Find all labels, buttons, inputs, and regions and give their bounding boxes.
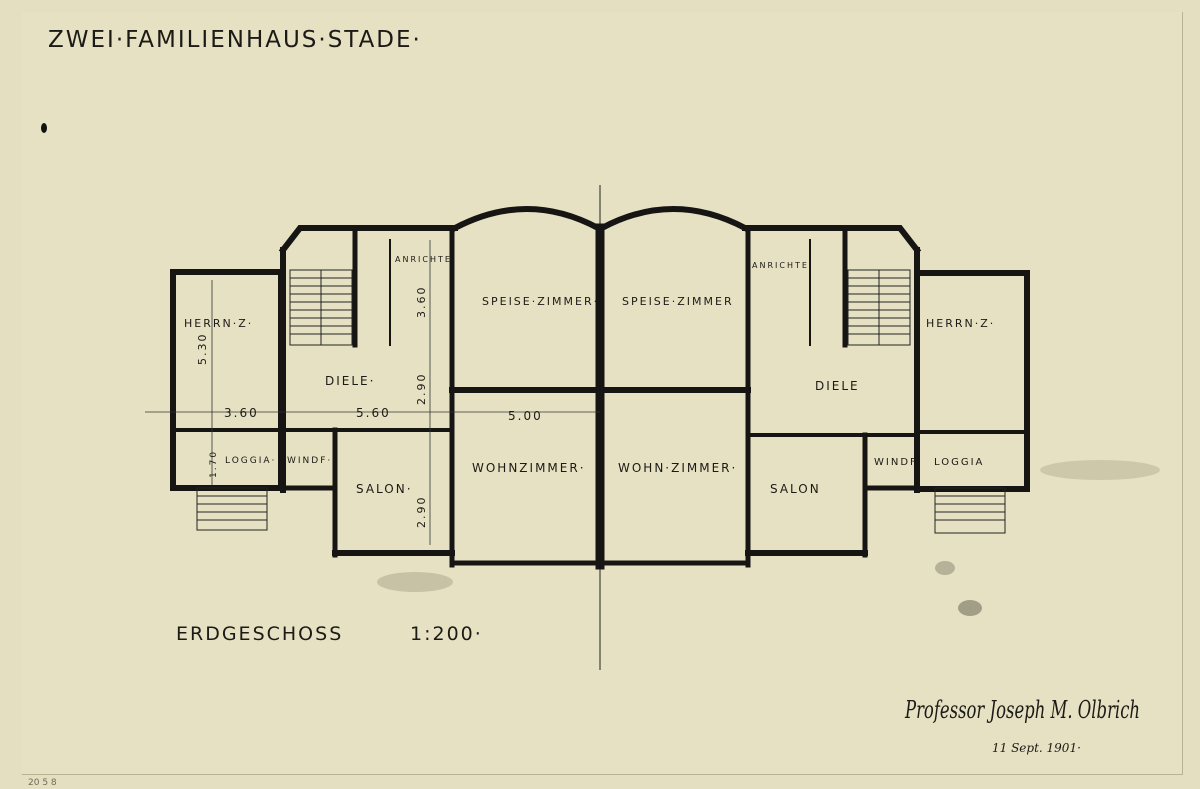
scale-label: 1:200· [410, 623, 483, 645]
bay-window-right [597, 206, 750, 233]
architect-signature: Professor Joseph M. Olbrich [904, 696, 1140, 724]
label-herrn-z-right: HERRN·Z· [926, 317, 995, 330]
wall-stair-right [839, 225, 922, 255]
label-wohnzimmer-left: WOHNZIMMER· [472, 461, 586, 475]
bay-window-left [450, 206, 603, 233]
staircase-right [847, 269, 911, 346]
dim-5-00: 5.00 [508, 409, 543, 423]
dim-1-70: 1.70 [209, 450, 219, 478]
signature-date: 11 Sept. 1901· [992, 741, 1081, 755]
ink-stain [935, 561, 955, 575]
label-anrichte-right: ANRICHTE [752, 261, 809, 270]
label-loggia-right: LOGGIA [934, 457, 984, 468]
ink-stain [958, 600, 982, 616]
dim-2-90-upper: 2.90 [415, 373, 428, 406]
ink-stain [1040, 460, 1160, 480]
drawing-title: ZWEI·FAMILIENHAUS·STADE· [48, 27, 422, 53]
dim-5-30: 5.30 [196, 333, 209, 366]
staircase-left [289, 269, 353, 346]
floor-label: ERDGESCHOSS [176, 623, 343, 645]
dimension-lines [145, 240, 600, 545]
label-salon-left: SALON· [356, 482, 413, 496]
ink-dot [41, 123, 47, 133]
label-anrichte-left: ANRICHTE [395, 255, 452, 264]
dim-2-90-lower: 2.90 [415, 496, 428, 529]
dim-5-60: 5.60 [356, 406, 391, 420]
label-loggia-left: LOGGIA· [225, 456, 276, 466]
entrance-steps-right [934, 487, 1006, 534]
ink-stain [377, 572, 453, 592]
label-speise-zimmer-right: SPEISE·ZIMMER [622, 295, 734, 308]
label-salon-right: SALON [770, 482, 821, 496]
label-wohnzimmer-right: WOHN·ZIMMER· [618, 461, 737, 475]
catalog-number: 20 5 8 [28, 778, 57, 788]
label-diele-right: DIELE [815, 379, 860, 393]
label-herrn-z-left: HERRN·Z· [184, 317, 253, 330]
label-speise-zimmer-left: SPEISE·ZIMMER· [482, 295, 599, 308]
label-windf-right: WINDF· [874, 457, 923, 468]
label-diele-left: DIELE· [325, 374, 375, 388]
dim-3-60-vertical: 3.60 [415, 286, 428, 319]
dim-3-60-horizontal: 3.60 [224, 406, 259, 420]
entrance-steps-left [196, 487, 268, 531]
label-windf-left: WINDF· [287, 456, 332, 466]
wall-stair-left [278, 225, 361, 255]
